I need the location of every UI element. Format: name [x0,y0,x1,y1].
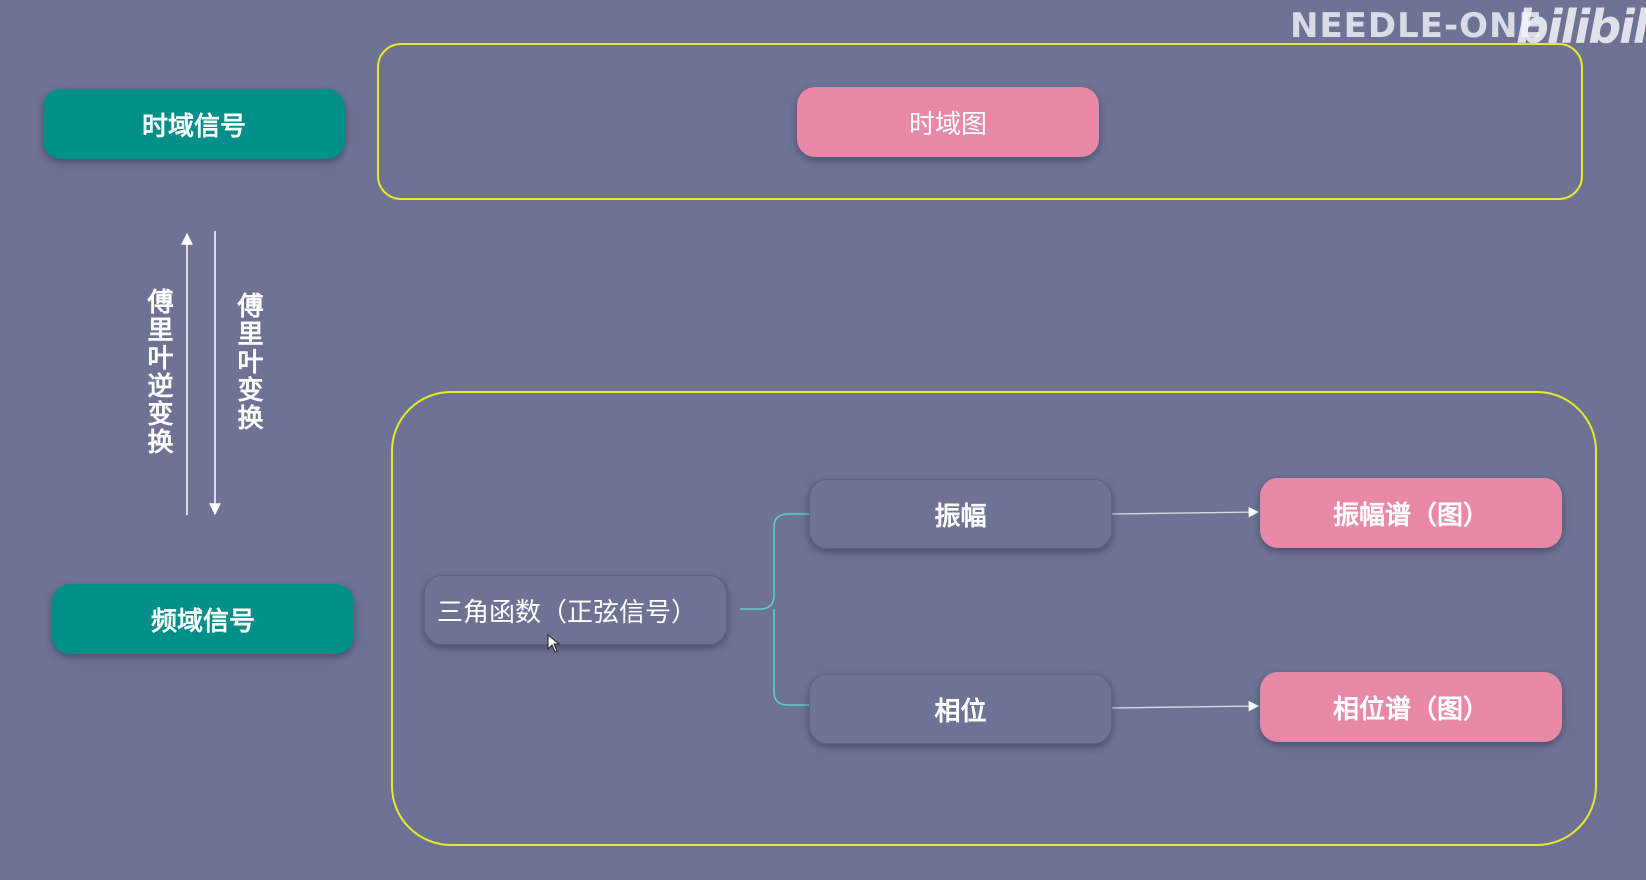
phase-arrow [1111,700,1260,712]
time-domain-chart-node[interactable]: 时域图 [797,87,1099,157]
amplitude-spectrum-node[interactable]: 振幅谱（图） [1260,478,1562,548]
time-domain-signal-node[interactable]: 时域信号 [43,89,345,159]
mouse-cursor-icon [547,634,561,653]
inverse-transform-label: 傅里叶逆变换 [143,288,173,456]
branch-brace [740,513,810,706]
time-domain-group [377,43,1583,200]
watermark-text: NEEDLE-ONE [1290,6,1543,46]
bilibili-logo: bilibili [1516,0,1646,54]
frequency-domain-group [391,391,1597,846]
trig-function-node[interactable]: 三角函数（正弦信号） [424,575,727,645]
frequency-domain-signal-node[interactable]: 频域信号 [52,584,354,654]
forward-transform-label: 傅里叶变换 [233,292,263,432]
phase-spectrum-node[interactable]: 相位谱（图） [1260,672,1562,742]
phase-node[interactable]: 相位 [809,674,1112,744]
amplitude-node[interactable]: 振幅 [809,479,1112,549]
amplitude-arrow [1111,506,1260,518]
